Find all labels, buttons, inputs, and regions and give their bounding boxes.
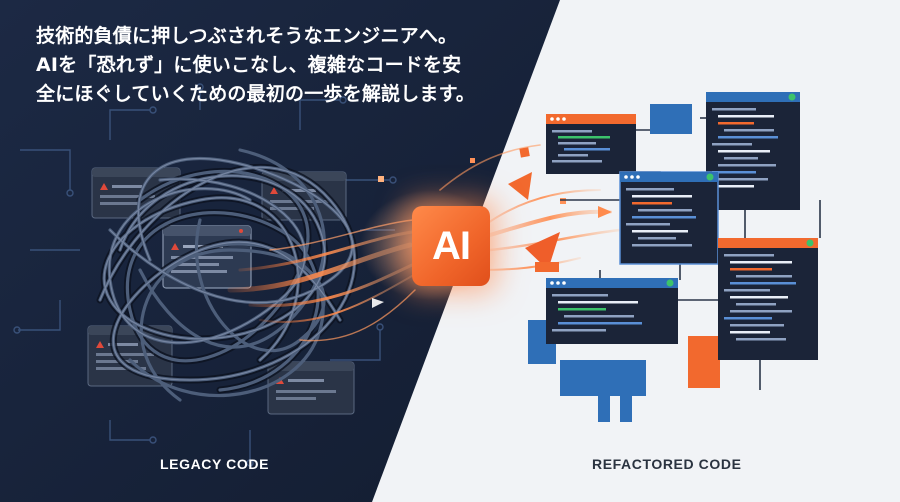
ai-badge-text: AI bbox=[432, 223, 471, 268]
legacy-windows bbox=[87, 167, 355, 415]
headline-line-1: 技術的負債に押しつぶされそうなエンジニアへ。 bbox=[36, 25, 458, 47]
legacy-code-label: LEGACY CODE bbox=[160, 456, 270, 472]
tangled-cables bbox=[96, 148, 358, 402]
headline-line-3: 全にほぐしていくための最初の一歩を解説します。 bbox=[36, 83, 476, 105]
refactored-code-label: REFACTORED CODE bbox=[592, 456, 742, 472]
architecture-blocks bbox=[528, 104, 720, 422]
headline: 技術的負債に押しつぶされそうなエンジニアへ。 AIを「恐れず」に使いこなし、複雑… bbox=[36, 22, 506, 109]
headline-line-2: AIを「恐れず」に使いこなし、複雑なコードを安 bbox=[36, 54, 462, 76]
refactored-windows bbox=[546, 92, 818, 360]
ai-badge: AI bbox=[412, 206, 490, 286]
